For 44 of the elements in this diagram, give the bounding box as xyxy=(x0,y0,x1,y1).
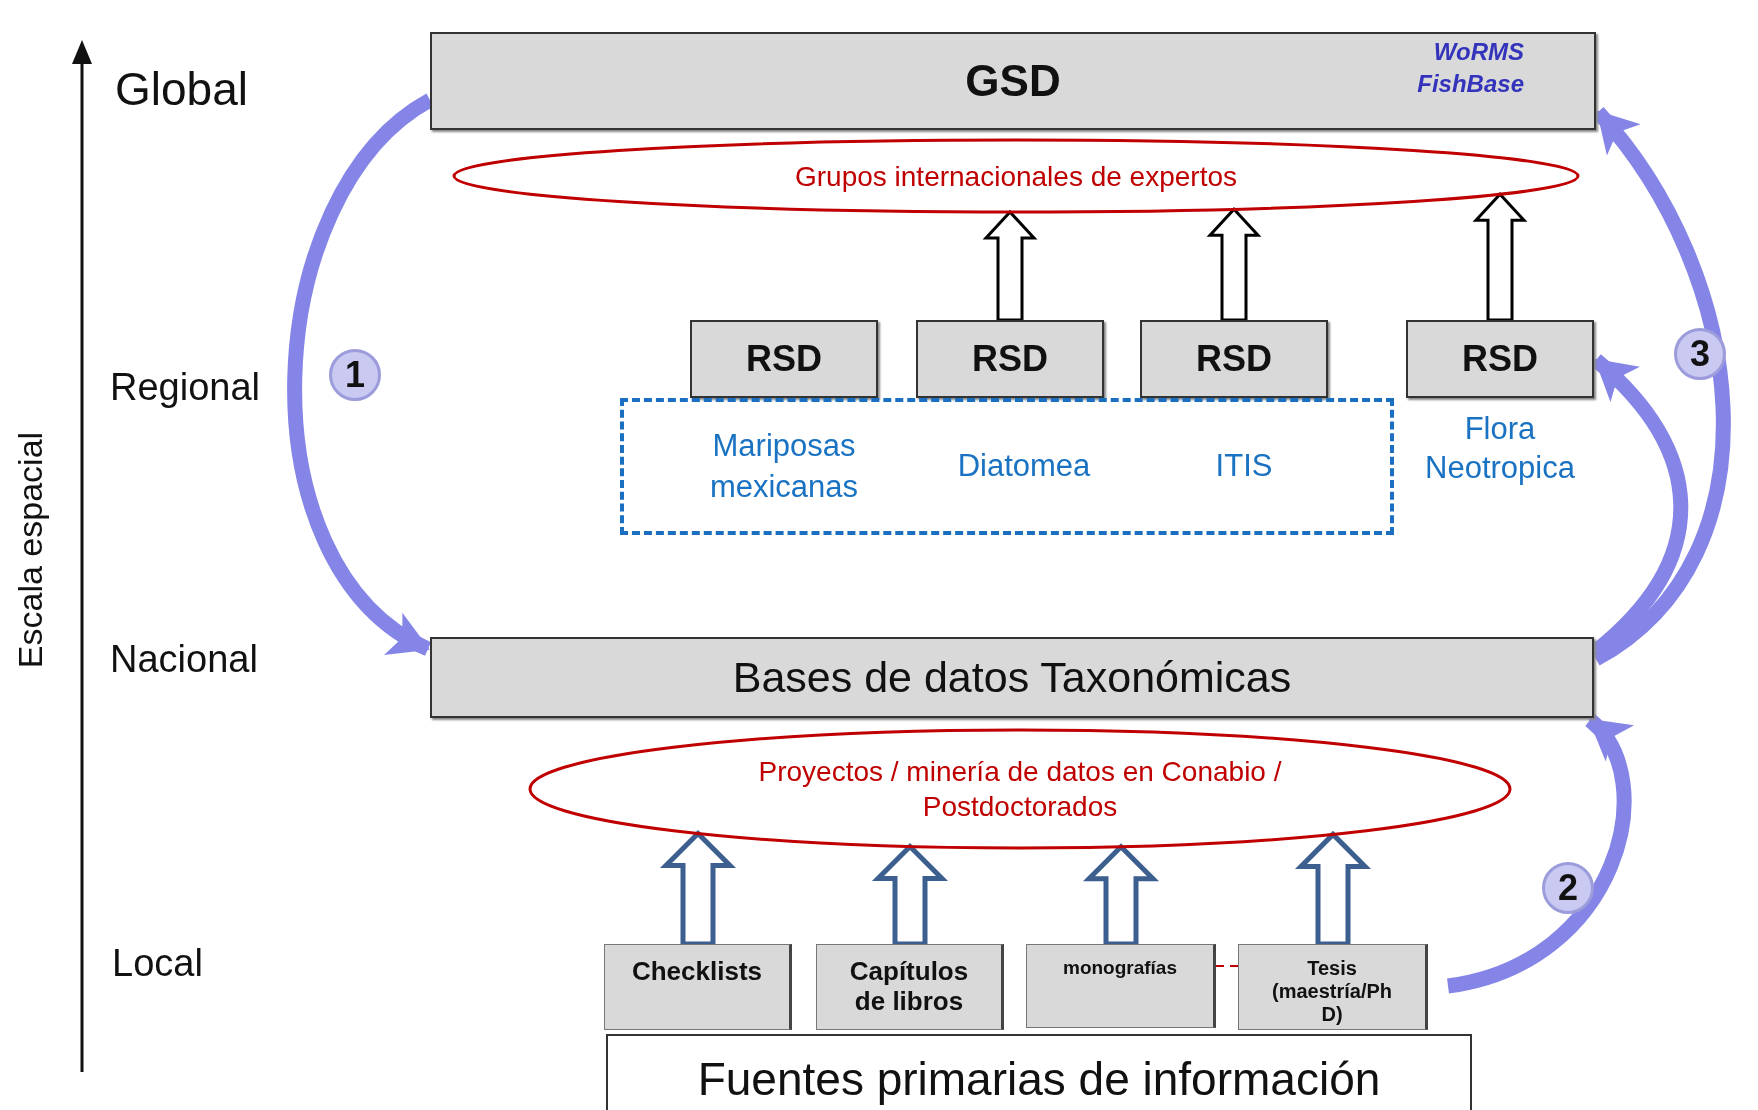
box-title: RSD xyxy=(1462,338,1538,380)
dashed-group-box xyxy=(620,398,1394,535)
box-title: GSD xyxy=(965,55,1061,107)
box-title: Fuentes primarias de información xyxy=(697,1052,1381,1106)
database-name: FishBase xyxy=(1417,70,1524,98)
hollow-arrow xyxy=(659,829,737,947)
hollow-arrow xyxy=(1294,830,1372,947)
callout-number: 2 xyxy=(1542,862,1594,914)
scale-label: Nacional xyxy=(110,638,258,681)
axis-label: Escala espacial xyxy=(10,431,50,669)
database-box xyxy=(690,320,878,398)
source-box xyxy=(1238,944,1428,1030)
database-box xyxy=(430,637,1594,718)
source-box xyxy=(604,944,792,1030)
scale-label: Regional xyxy=(110,366,260,409)
group-label: Grupos internacionales de expertos xyxy=(794,159,1237,194)
box-title: monografías xyxy=(1063,957,1177,979)
scale-label: Global xyxy=(115,62,248,116)
group-label: Proyectos / minería de datos en Conabio / Postdoctorados xyxy=(757,755,1283,824)
database-name: Flora Neotropica xyxy=(1424,410,1576,487)
database-name: Diatomea xyxy=(956,447,1092,486)
hollow-arrow xyxy=(871,842,949,947)
callout-number: 1 xyxy=(329,349,381,401)
database-box xyxy=(916,320,1104,398)
source-box xyxy=(606,1034,1472,1110)
database-name: Mariposas mexicanas xyxy=(708,427,860,506)
database-box xyxy=(1140,320,1328,398)
callout-number: 3 xyxy=(1674,328,1726,380)
source-box xyxy=(1026,944,1216,1028)
box-title: RSD xyxy=(1196,338,1272,380)
box-title: Bases de datos Taxonómicas xyxy=(732,652,1292,703)
database-box xyxy=(430,32,1596,130)
box-title: RSD xyxy=(746,338,822,380)
box-title: RSD xyxy=(972,338,1048,380)
box-title: Capítulos de libros xyxy=(848,957,970,1017)
database-name: WoRMS xyxy=(1433,38,1524,66)
box-title: Checklists xyxy=(631,957,763,987)
dashed-line xyxy=(1215,965,1239,967)
source-box xyxy=(816,944,1004,1030)
scale-label: Local xyxy=(112,942,203,985)
database-name: ITIS xyxy=(1214,447,1274,486)
hollow-arrow xyxy=(1082,843,1160,947)
box-title: Tesis (maestría/Ph D) xyxy=(1270,957,1394,1026)
curved-arrow xyxy=(1446,714,1633,994)
